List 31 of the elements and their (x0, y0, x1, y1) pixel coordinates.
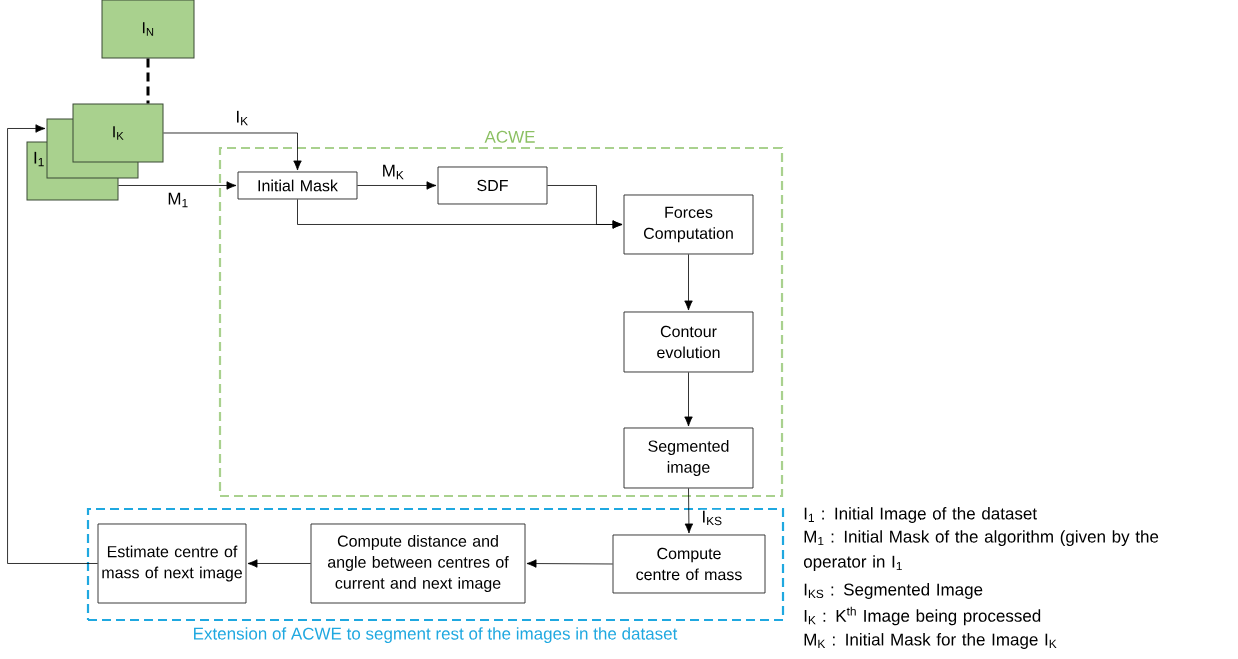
arrow (526, 559, 613, 568)
process-box: Compute centre of mass (612, 534, 766, 594)
arrow (357, 181, 437, 190)
process-box: Estimate centre of mass of next image (97, 523, 247, 604)
process-box: SDF (437, 166, 548, 205)
process-box: Forces Computation (623, 194, 754, 255)
edge-label: M$_{K}$ (380, 163, 406, 181)
arrow (684, 488, 694, 534)
edge-label: M$_{1}$ (166, 191, 190, 209)
arrow (247, 559, 311, 568)
arrow (684, 372, 693, 427)
arrow (297, 199, 623, 229)
process-box: Segmented image (623, 427, 754, 489)
image-box: I$_{N}$ (101, 0, 195, 59)
image-box: I$_{K}$ (72, 103, 164, 163)
arrow (163, 132, 302, 171)
arrow (7, 124, 98, 564)
arrow (684, 254, 693, 311)
edge-label: I$_{K}$ (234, 109, 250, 127)
edge-label: I$_{KS}$ (700, 509, 724, 527)
key-text: I$_{KS}$ : Segmented Image (804, 583, 983, 599)
process-box: Compute distance and angle between centres of current and next image (310, 523, 526, 604)
key-text: M$_{K}$ : Initial Mask for the Image I$_{K}$ (804, 633, 1057, 649)
group-title: Extension of ACWE to segment rest of the images in the dataset (194, 627, 678, 644)
key-text: M$_{1}$ : Initial Mask of the algorithm (given by the operator in I$_{1}$ (803, 530, 1159, 572)
key-text: I$_{K}$ : K$^{th}$ Image being processed (804, 606, 1041, 626)
process-box: Initial Mask (237, 171, 358, 200)
key-text: I$_{1}$ : Initial Image of the dataset (804, 507, 1037, 523)
group-title: ACWE (484, 130, 535, 143)
arrow (118, 181, 237, 190)
process-box: Contour evolution (623, 311, 754, 373)
